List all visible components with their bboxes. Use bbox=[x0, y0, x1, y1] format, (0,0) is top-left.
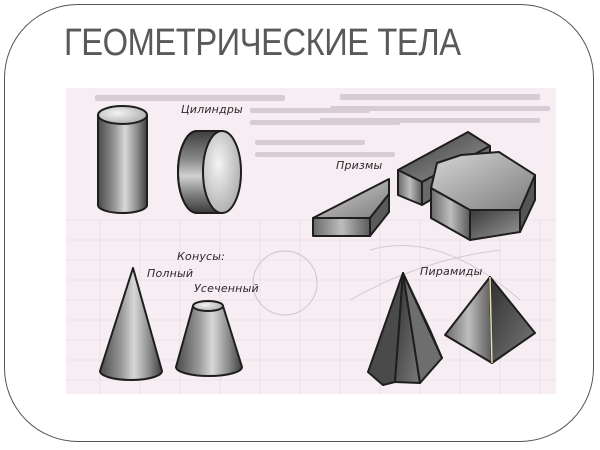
background-circle bbox=[252, 250, 318, 316]
geometric-solids-illustration: Цилиндры Призмы Конусы: Полный Усеченный… bbox=[66, 88, 556, 394]
solids-drawing bbox=[66, 94, 556, 394]
label-pyramids: Пирамиды bbox=[420, 265, 483, 278]
hexagonal-pyramid bbox=[367, 272, 443, 386]
triangular-prism bbox=[312, 178, 390, 237]
triangular-pyramid bbox=[444, 276, 536, 364]
horizontal-cylinder bbox=[177, 130, 242, 214]
vertical-cylinder bbox=[97, 105, 148, 214]
hexagonal-prism bbox=[430, 151, 536, 241]
label-cylinders: Цилиндры bbox=[181, 103, 243, 116]
label-prisms: Призмы bbox=[336, 159, 383, 172]
truncated-cone bbox=[175, 300, 243, 377]
full-cone bbox=[99, 267, 163, 381]
label-full-cone: Полный bbox=[147, 267, 194, 280]
label-cones: Конусы: bbox=[177, 250, 226, 263]
label-truncated-cone: Усеченный bbox=[194, 282, 259, 295]
slide-title: ГЕОМЕТРИЧЕСКИЕ ТЕЛА bbox=[64, 22, 461, 64]
bleed-through-text bbox=[95, 94, 550, 157]
